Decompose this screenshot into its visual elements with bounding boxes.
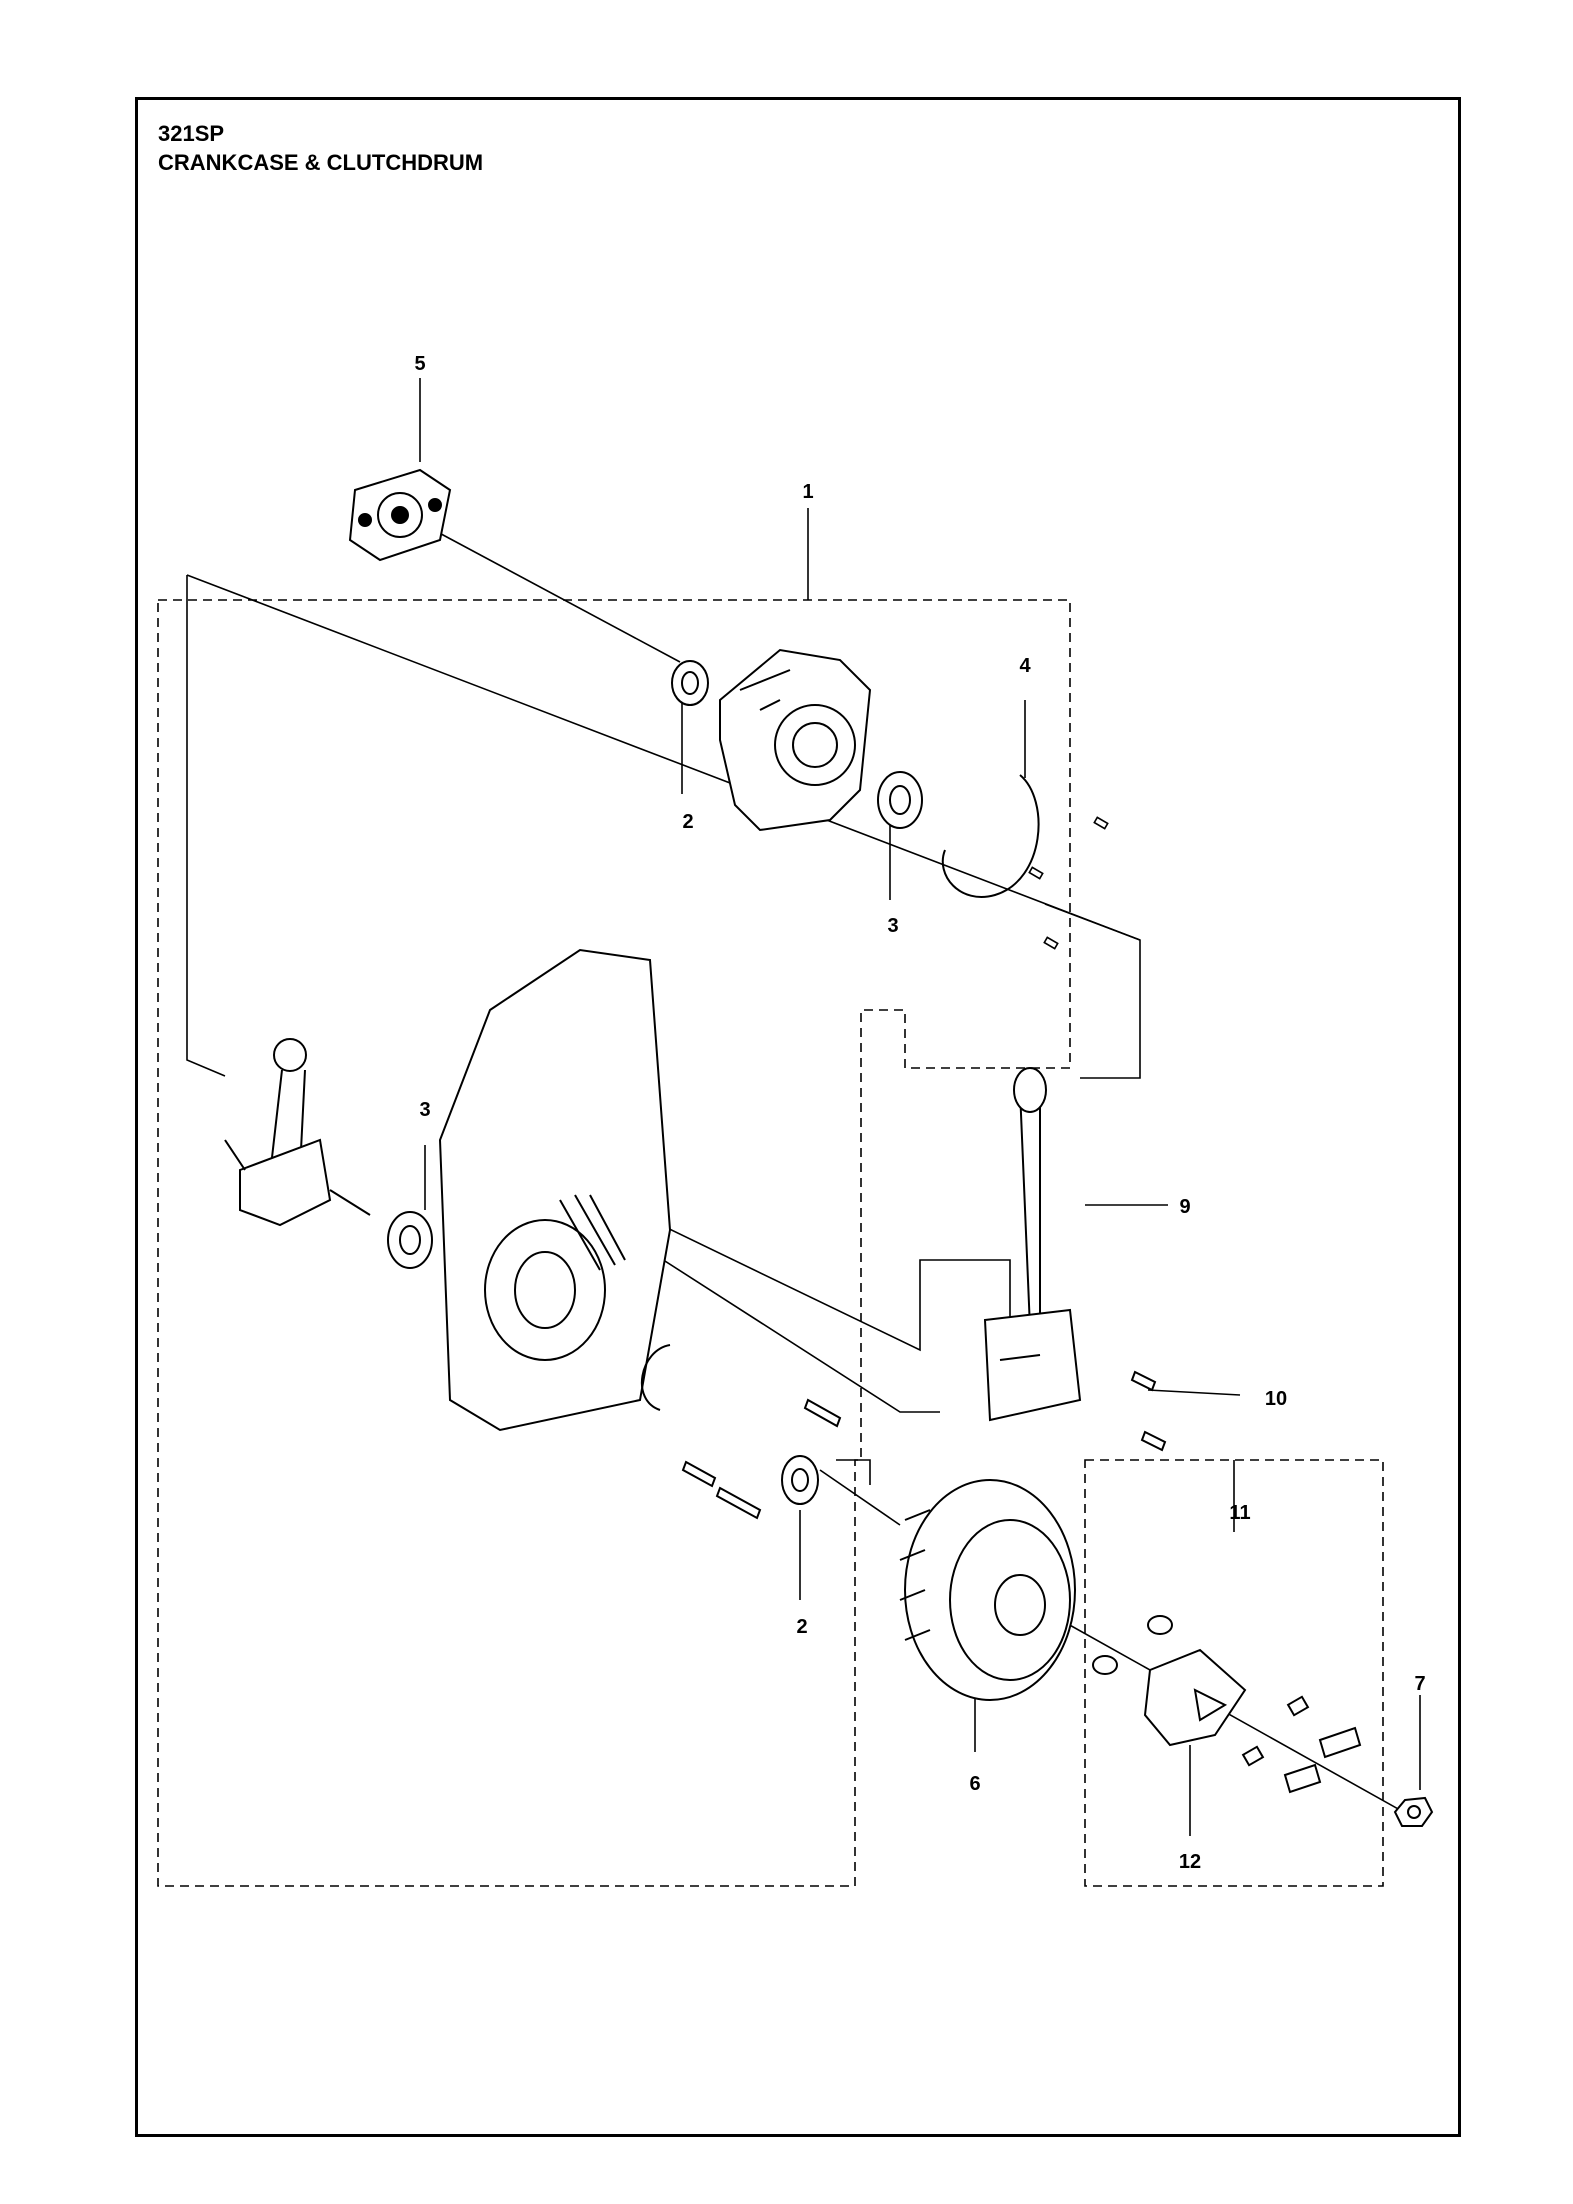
callout-2-lower: 2 (796, 1616, 807, 1638)
callout-3-top: 3 (887, 915, 898, 937)
group-box-clutch (1084, 1459, 1384, 1887)
crankshaft-part (224, 1038, 371, 1227)
pin-part (1093, 816, 1109, 830)
assembly-line-top (186, 574, 1141, 1079)
callout-6: 6 (969, 1773, 980, 1795)
callout-12: 12 (1179, 1851, 1201, 1873)
assembly-line-clutch (836, 1459, 871, 1485)
nut-part (1393, 1796, 1434, 1827)
ignition-coil (983, 1067, 1082, 1422)
clutch-assembly (1092, 1615, 1362, 1794)
section-title: CRANKCASE & CLUTCHDRUM (158, 150, 484, 175)
assembly-line-coil-2 (639, 1244, 940, 1413)
flange-part (348, 468, 452, 562)
callout-3-lower: 3 (419, 1099, 430, 1121)
callout-10: 10 (1265, 1388, 1287, 1410)
callout-9: 9 (1179, 1196, 1190, 1218)
callout-2-top: 2 (682, 811, 693, 833)
seal-washer-top (671, 660, 709, 706)
crankcase-half-lower (438, 948, 672, 1432)
seal-washer-lower (781, 1455, 819, 1505)
callout-1: 1 (802, 481, 813, 503)
group-box-crankcase (157, 599, 1071, 1887)
assembly-line-left (186, 575, 226, 1077)
callout-5: 5 (414, 353, 425, 375)
bearing-lower (387, 1211, 433, 1269)
assembly-line-right (1044, 903, 1141, 941)
retaining-ring (641, 1344, 671, 1411)
flywheel-part (899, 1479, 1076, 1701)
callout-7: 7 (1414, 1673, 1425, 1695)
bearing-top (877, 771, 923, 829)
screw-set (681, 1370, 1167, 1520)
gasket-part (941, 774, 1040, 898)
crankcase-half-top (719, 648, 872, 832)
page-frame (135, 97, 1461, 2137)
assembly-line-coil (629, 1209, 1011, 1375)
model-title: 321SP (158, 121, 225, 146)
callout-4: 4 (1019, 655, 1031, 677)
callout-11: 11 (1229, 1502, 1250, 1524)
